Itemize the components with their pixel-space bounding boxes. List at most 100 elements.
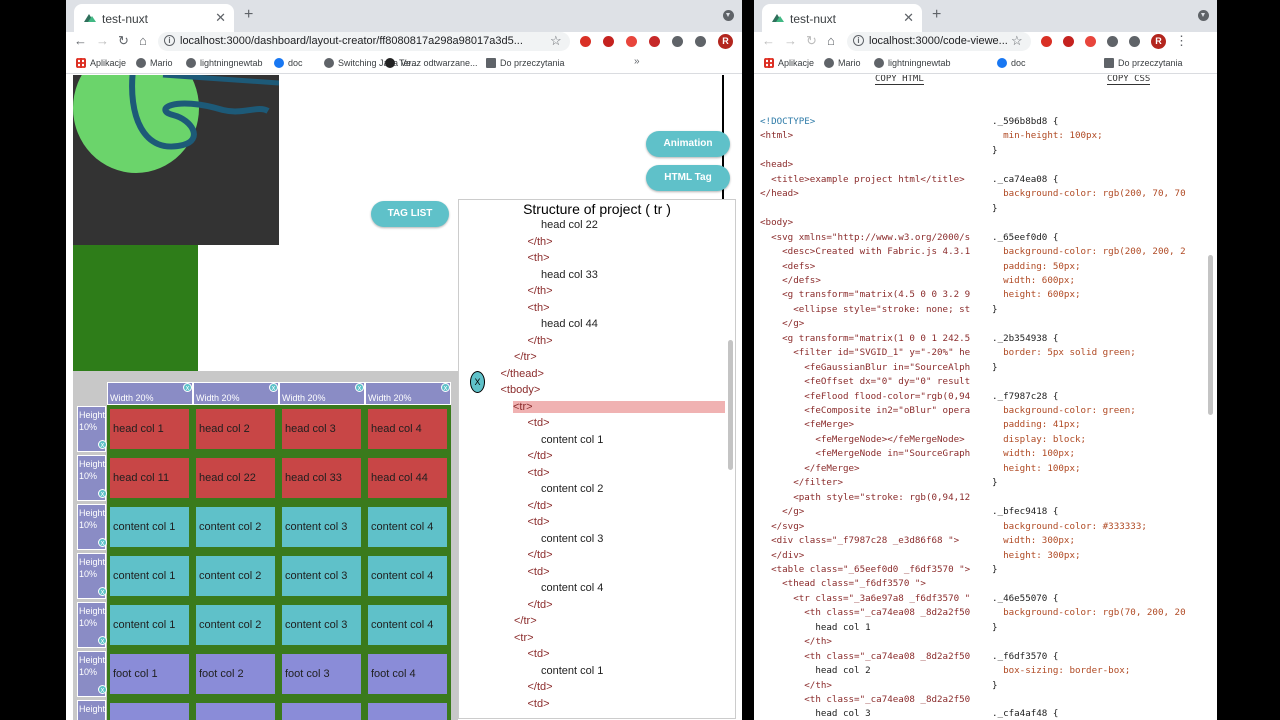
table-cell[interactable]: content col 4 — [368, 556, 447, 596]
arrow-extension-icon[interactable] — [603, 36, 614, 47]
bookmark-item[interactable]: Aplikacje — [76, 58, 126, 68]
table-cell[interactable]: foot col 1 — [110, 654, 189, 694]
green-block-shape[interactable] — [73, 245, 198, 371]
structure-line[interactable]: </td> — [527, 549, 553, 561]
structure-line[interactable]: content col 3 — [541, 532, 604, 545]
table-cell-partial[interactable] — [196, 703, 275, 720]
back-icon[interactable]: ← — [74, 33, 87, 48]
html-tag-button[interactable]: HTML Tag — [646, 165, 730, 191]
table-cell[interactable]: head col 3 — [282, 409, 361, 449]
panel-scrollbar[interactable] — [728, 340, 733, 470]
playlist-extension-icon[interactable] — [1129, 36, 1140, 47]
home-icon[interactable]: ⌂ — [827, 33, 835, 48]
table-cell[interactable]: content col 2 — [196, 507, 275, 547]
row-height-handle[interactable]: Height — [77, 700, 106, 720]
table-cell[interactable]: head col 2 — [196, 409, 275, 449]
remove-row-icon[interactable]: x — [98, 587, 107, 596]
adblock-extension-icon[interactable] — [580, 36, 591, 47]
column-width-handle[interactable]: Width 20% — [365, 382, 451, 405]
close-panel-button[interactable]: X — [470, 371, 485, 393]
column-width-handle[interactable]: Width 20% — [279, 382, 365, 405]
structure-line[interactable]: </td> — [527, 681, 553, 693]
table-cell-partial[interactable] — [368, 703, 447, 720]
profile-avatar[interactable]: R — [718, 34, 733, 49]
remove-row-icon[interactable]: x — [98, 636, 107, 645]
bookmark-item[interactable]: doc — [274, 58, 303, 68]
table-cell-partial[interactable] — [110, 703, 189, 720]
close-tab-icon[interactable]: ✕ — [215, 10, 226, 25]
structure-line[interactable]: <th> — [527, 252, 550, 264]
table-cell[interactable]: foot col 2 — [196, 654, 275, 694]
address-bar[interactable]: i localhost:3000/dashboard/layout-creato… — [158, 32, 570, 51]
column-width-handle[interactable]: Width 20% — [193, 382, 279, 405]
structure-line[interactable]: <td> — [527, 697, 550, 710]
bookmark-item[interactable]: Mario — [824, 58, 861, 68]
remove-column-icon[interactable]: x — [269, 383, 278, 392]
table-cell[interactable]: content col 3 — [282, 605, 361, 645]
structure-line[interactable]: <td> — [527, 417, 550, 429]
new-tab-icon[interactable]: + — [932, 6, 942, 23]
extension-icon-3[interactable] — [1085, 36, 1096, 47]
structure-line[interactable]: <td> — [527, 516, 550, 528]
table-cell[interactable]: content col 3 — [282, 556, 361, 596]
tab-search-icon[interactable] — [723, 10, 734, 21]
back-icon[interactable]: ← — [762, 33, 775, 48]
remove-column-icon[interactable]: x — [183, 383, 192, 392]
bookmark-item[interactable]: Switching Java Ve... — [324, 58, 419, 68]
table-cell[interactable]: foot col 3 — [282, 654, 361, 694]
structure-line[interactable]: content col 1 — [541, 664, 604, 677]
home-icon[interactable]: ⌂ — [139, 33, 147, 48]
tag-list-button[interactable]: TAG LIST — [371, 201, 449, 227]
table-cell[interactable]: head col 44 — [368, 458, 447, 498]
table-cell[interactable]: content col 4 — [368, 605, 447, 645]
page-scrollbar[interactable] — [1208, 255, 1213, 415]
close-tab-icon[interactable]: ✕ — [903, 10, 914, 25]
extension-icon-4[interactable] — [649, 36, 660, 47]
remove-row-icon[interactable]: x — [98, 685, 107, 694]
extension-icon-3[interactable] — [626, 36, 637, 47]
structure-line[interactable]: </td> — [527, 450, 553, 462]
bookmark-item[interactable]: Do przeczytania — [486, 58, 565, 68]
structure-line[interactable]: </thead> — [500, 367, 544, 380]
menu-kebab-icon[interactable]: ⋮ — [1175, 33, 1188, 48]
bookmark-item[interactable]: Mario — [136, 58, 173, 68]
structure-line[interactable]: </td> — [527, 598, 553, 611]
puzzle-extension-icon[interactable] — [1107, 36, 1118, 47]
table-cell[interactable]: head col 1 — [110, 409, 189, 449]
structure-line[interactable]: <td> — [527, 565, 550, 578]
structure-line[interactable]: </tr> — [514, 351, 537, 363]
selected-tag-line[interactable]: <tr> — [513, 400, 725, 413]
bookmark-item[interactable]: lightningnewtab — [874, 58, 951, 68]
table-cell[interactable]: head col 11 — [110, 458, 189, 498]
bookmark-star-icon[interactable]: ☆ — [1011, 33, 1023, 48]
forward-icon[interactable]: → — [784, 33, 797, 48]
profile-avatar[interactable]: R — [1151, 34, 1166, 49]
structure-line[interactable]: head col 22 — [541, 219, 598, 231]
bookmark-item[interactable]: lightningnewtab — [186, 58, 263, 68]
table-cell[interactable]: content col 1 — [110, 556, 189, 596]
structure-line[interactable]: </th> — [527, 285, 553, 297]
table-cell[interactable]: content col 4 — [368, 507, 447, 547]
structure-line[interactable]: </td> — [527, 499, 553, 512]
animation-button[interactable]: Animation — [646, 131, 730, 157]
table-cell[interactable]: head col 33 — [282, 458, 361, 498]
browser-tab[interactable]: test-nuxt ✕ — [74, 4, 234, 32]
reload-icon[interactable]: ↻ — [806, 33, 817, 48]
structure-line[interactable]: content col 4 — [541, 582, 604, 594]
table-cell-partial[interactable] — [282, 703, 361, 720]
table-cell[interactable]: content col 1 — [110, 507, 189, 547]
remove-row-icon[interactable]: x — [98, 489, 107, 498]
bookmark-star-icon[interactable]: ☆ — [550, 33, 562, 48]
new-tab-icon[interactable]: + — [244, 6, 254, 23]
remove-column-icon[interactable]: x — [355, 383, 364, 392]
tab-search-icon[interactable] — [1198, 10, 1209, 21]
forward-icon[interactable]: → — [96, 33, 109, 48]
arrow-extension-icon[interactable] — [1063, 36, 1074, 47]
structure-line[interactable]: content col 1 — [541, 433, 604, 446]
more-bookmarks-icon[interactable]: » — [634, 56, 640, 67]
table-cell[interactable]: head col 22 — [196, 458, 275, 498]
structure-line[interactable]: <td> — [527, 648, 550, 660]
puzzle-extension-icon[interactable] — [672, 36, 683, 47]
bookmark-item[interactable]: Do przeczytania — [1104, 58, 1183, 68]
